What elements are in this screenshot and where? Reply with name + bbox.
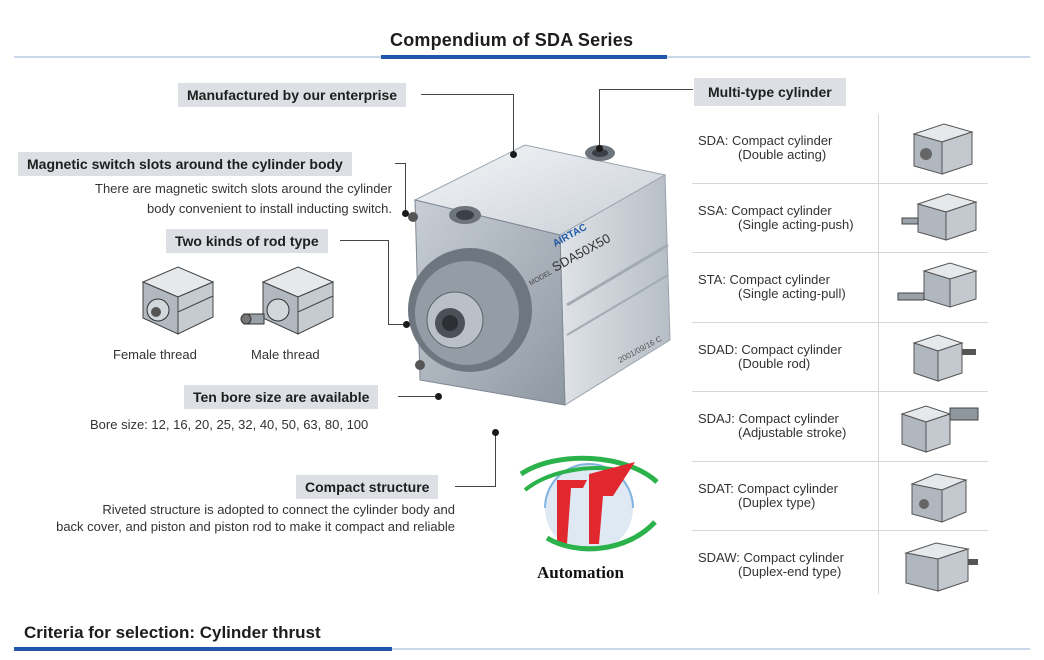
sta-thumbnail — [897, 262, 978, 308]
compact-desc-line2: back cover, and piston and piston rod to… — [56, 519, 455, 534]
header-rule-accent — [381, 55, 667, 59]
section-title: Criteria for selection: Cylinder thrust — [24, 623, 321, 642]
leader-multi-type — [599, 89, 693, 90]
leader-rod-h2 — [388, 324, 406, 325]
sdaj-thumbnail — [900, 405, 979, 453]
leader-multi-type-v — [599, 89, 600, 147]
row-type: SSA: Compact cylinder — [698, 202, 832, 218]
sdaw-thumbnail — [904, 542, 978, 592]
table-row: SSA: Compact cylinder(Single acting-push… — [692, 184, 988, 253]
leader-manufactured — [421, 94, 513, 95]
row-type: SDAT: Compact cylinder — [698, 480, 838, 496]
magnetic-desc-line1: There are magnetic switch slots around t… — [95, 181, 392, 196]
leader-magnetic-v — [405, 163, 406, 213]
logo-text: Automation — [537, 563, 624, 582]
sda-cylinder-illustration: AIRTAC MODEL SDA50X50 2001/09/16 C — [408, 144, 671, 406]
leader-rod — [340, 240, 388, 241]
table-row: SDA: Compact cylinder(Double acting) — [692, 114, 988, 184]
ssa-thumbnail — [901, 192, 978, 241]
leader-manufactured-v — [513, 94, 514, 154]
table-row: SDAJ: Compact cylinder(Adjustable stroke… — [692, 392, 988, 462]
table-row: STA: Compact cylinder(Single acting-pull… — [692, 253, 988, 323]
multi-type-table: SDA: Compact cylinder(Double acting) SSA… — [692, 114, 988, 600]
label-multi-type: Multi-type cylinder — [694, 78, 846, 106]
label-magnetic-slots: Magnetic switch slots around the cylinde… — [18, 152, 352, 176]
label-rod-type: Two kinds of rod type — [166, 229, 328, 253]
sdad-thumbnail — [912, 333, 976, 382]
compact-desc-line1: Riveted structure is adopted to connect … — [102, 502, 455, 517]
magnetic-desc-line2: body convenient to install inducting swi… — [147, 201, 392, 216]
row-type: SDA: Compact cylinder — [698, 133, 833, 148]
female-thread-image — [141, 266, 215, 335]
leader-compact — [455, 486, 495, 487]
table-row: SDAD: Compact cylinder(Double rod) — [692, 323, 988, 392]
female-thread-caption: Female thread — [113, 347, 197, 362]
footer-rule — [14, 648, 1030, 650]
label-compact-structure: Compact structure — [296, 475, 439, 499]
leader-magnetic — [395, 163, 405, 164]
male-thread-image — [240, 266, 335, 335]
callout-dot — [435, 393, 442, 400]
sda-thumbnail — [912, 123, 974, 175]
callout-dot — [596, 145, 603, 152]
callout-dot — [510, 151, 517, 158]
leader-compact-v — [495, 432, 496, 487]
table-divider — [878, 114, 879, 594]
row-type: SDAD: Compact cylinder — [698, 341, 842, 357]
row-sub: (Duplex-end type) — [738, 564, 842, 579]
row-sub: (Adjustable stroke) — [738, 425, 847, 440]
row-sub: (Double acting) — [738, 147, 827, 162]
row-sub: (Single acting-push) — [738, 216, 854, 232]
label-bore-size: Ten bore size are available — [184, 385, 379, 409]
footer-rule-accent — [14, 647, 392, 651]
page-title: Compendium of SDA Series — [390, 30, 634, 50]
callout-dot — [403, 321, 410, 328]
leader-bore — [398, 396, 436, 397]
row-sub: (Duplex type) — [738, 494, 816, 510]
table-row: SDAT: Compact cylinder(Duplex type) — [692, 462, 988, 531]
row-type: STA: Compact cylinder — [698, 272, 830, 287]
table-row: SDAW: Compact cylinder(Duplex-end type) — [692, 531, 988, 600]
male-thread-caption: Male thread — [251, 347, 320, 362]
sdat-thumbnail — [910, 472, 968, 523]
row-type: SDAW: Compact cylinder — [698, 550, 844, 565]
label-manufactured: Manufactured by our enterprise — [178, 83, 407, 107]
row-type: SDAJ: Compact cylinder — [698, 411, 839, 426]
callout-dot — [402, 210, 409, 217]
automation-logo-icon — [519, 455, 659, 552]
row-sub: (Double rod) — [738, 355, 811, 371]
leader-rod-v — [388, 240, 389, 324]
bore-size-list: Bore size: 12, 16, 20, 25, 32, 40, 50, 6… — [90, 417, 369, 432]
callout-dot — [492, 429, 499, 436]
row-sub: (Single acting-pull) — [738, 286, 846, 301]
